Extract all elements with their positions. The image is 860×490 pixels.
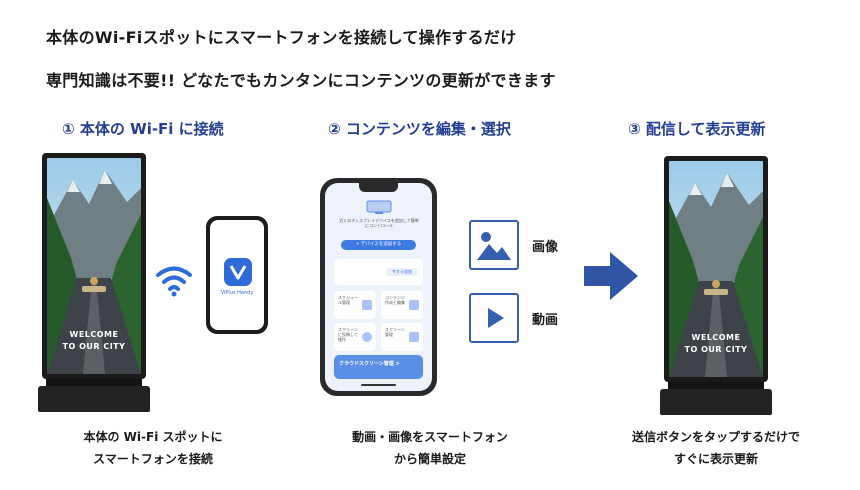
- add-now-button[interactable]: 今すぐ追加: [386, 268, 418, 276]
- signage-welcome-text: WELCOME: [691, 333, 741, 342]
- headline-line-1: 本体のWi-Fiスポットにスマートフォンを接続して操作するだけ: [46, 28, 517, 47]
- signage-screen-updated: WELCOME TO OUR CITY: [669, 161, 763, 377]
- viplus-app-icon[interactable]: [224, 258, 252, 286]
- step-2-caption-line-2: から簡単設定: [393, 452, 466, 466]
- logo-icon: [229, 265, 247, 280]
- step-2-title: ② コンテンツを編集・選択: [328, 120, 511, 138]
- signage-base: [38, 386, 150, 412]
- wifi-icon: [156, 266, 192, 297]
- video-label: 動画: [532, 313, 559, 328]
- signage-base: [660, 389, 772, 415]
- step-3-caption-line-2: すぐに表示更新: [673, 452, 758, 466]
- add-device-button[interactable]: + デバイスを追加する: [341, 240, 416, 250]
- promo-banner-card[interactable]: 今すぐ追加: [334, 259, 423, 285]
- screen-management-card[interactable]: スクリーン管理: [381, 323, 423, 351]
- right-arrow-icon: [584, 252, 638, 300]
- step-2-caption-line-1: 動画・画像をスマートフォン: [352, 430, 508, 444]
- monitor-icon: [409, 332, 419, 342]
- step-1-caption: 本体の Wi-Fi スポットに スマートフォンを接続: [58, 426, 248, 470]
- step-3-caption-line-1: 送信ボタンをタップするだけで: [631, 430, 800, 444]
- edit-icon: [409, 300, 419, 310]
- cloud-screen-label: クラウドスクリーン管理 >: [339, 361, 400, 367]
- image-media-box: [469, 220, 519, 270]
- schedule-card-label: スケジュール管理: [338, 295, 358, 305]
- smartphone-small: ViPlus Handy: [206, 216, 268, 334]
- digital-signage-stand: WELCOME TO OUR CITY: [38, 153, 150, 415]
- step-1-title: ① 本体の Wi-Fi に接続: [62, 120, 224, 138]
- mountain-road-scene: [669, 161, 763, 377]
- post-to-screen-card-label: スクリーンに投稿して操作: [338, 327, 358, 342]
- signage-welcome-text: WELCOME: [69, 330, 119, 339]
- cloud-screen-banner[interactable]: クラウドスクリーン管理 >: [334, 355, 423, 379]
- signage-screen: WELCOME TO OUR CITY: [47, 158, 141, 374]
- app-name-label: ViPlus Handy: [220, 290, 254, 296]
- step-3-title: ③ 配信して表示更新: [628, 120, 766, 138]
- post-to-screen-card[interactable]: スクリーンに投稿して操作: [334, 323, 376, 351]
- smartphone-app-ui: 近くのディスプレイデバイスを追加して簡単にコントロール + デバイスを追加する …: [320, 178, 437, 396]
- digital-signage-stand-updated: WELCOME TO OUR CITY: [660, 156, 772, 418]
- step-1-caption-line-1: 本体の Wi-Fi スポットに: [83, 430, 223, 444]
- video-media-box: [469, 293, 519, 343]
- signage-city-text: TO OUR CITY: [684, 345, 748, 354]
- content-edit-card-label: コンテンツ作成と編集: [385, 295, 405, 305]
- signage-city-text: TO OUR CITY: [62, 342, 126, 351]
- schedule-card[interactable]: スケジュール管理: [334, 291, 376, 319]
- headline-line-2: 専門知識は不要!! どなたでもカンタンにコンテンツの更新ができます: [46, 71, 556, 90]
- step-1-caption-line-2: スマートフォンを接続: [93, 452, 213, 466]
- image-icon: [477, 232, 511, 260]
- calendar-icon: [362, 300, 372, 310]
- mountain-road-scene: [47, 158, 141, 374]
- image-label: 画像: [532, 240, 559, 255]
- play-icon: [488, 308, 504, 328]
- cast-icon: [362, 332, 372, 342]
- step-3-caption: 送信ボタンをタップするだけで すぐに表示更新: [606, 426, 826, 470]
- step-2-caption: 動画・画像をスマートフォン から簡単設定: [330, 426, 530, 470]
- intro-text: 近くのディスプレイデバイスを追加して簡単にコントロール: [339, 218, 419, 228]
- display-illustration-icon: [366, 200, 392, 214]
- screen-management-card-label: スクリーン管理: [385, 327, 405, 337]
- content-edit-card[interactable]: コンテンツ作成と編集: [381, 291, 423, 319]
